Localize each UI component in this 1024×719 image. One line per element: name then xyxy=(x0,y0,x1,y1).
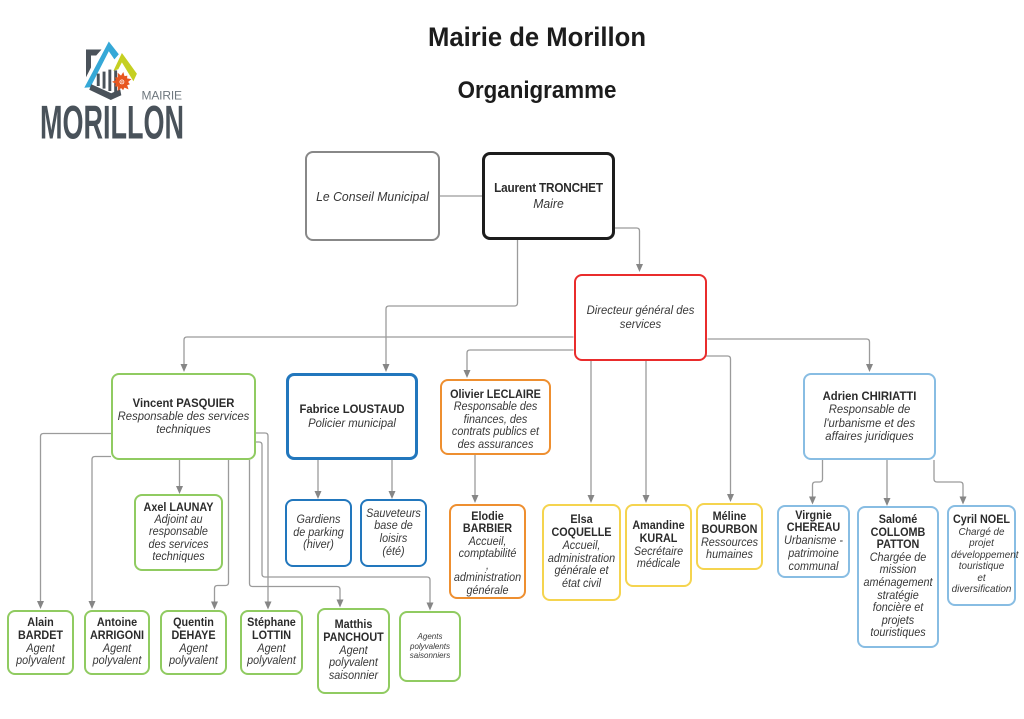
svg-text:MAIRIE: MAIRIE xyxy=(142,88,183,102)
svg-text:MORILLON: MORILLON xyxy=(40,96,184,149)
